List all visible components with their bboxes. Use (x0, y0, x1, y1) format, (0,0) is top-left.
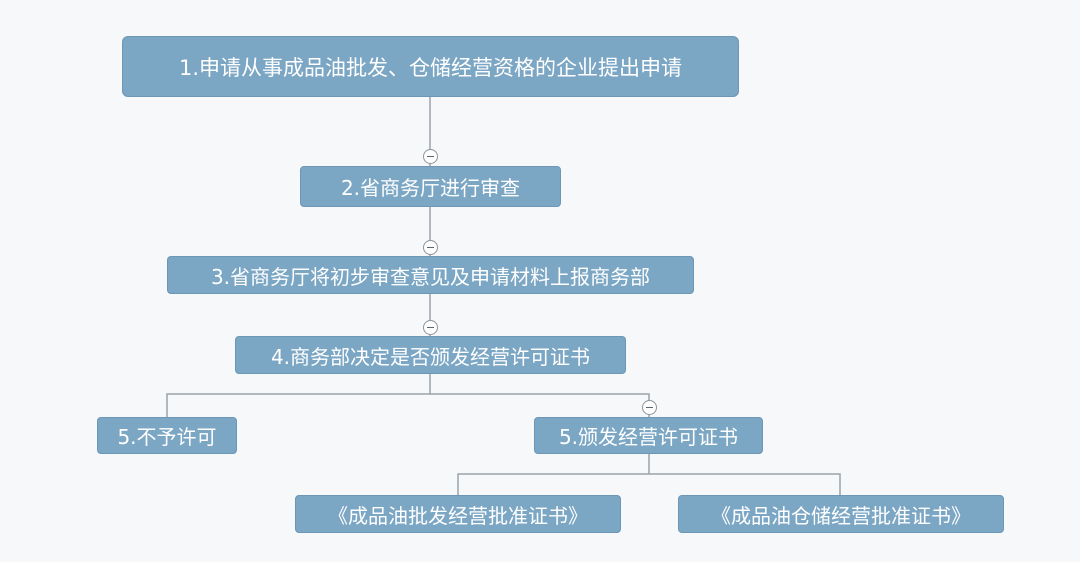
cert-wholesale[interactable]: 《成品油批发经营批准证书》 (295, 495, 621, 533)
step1-submit-application[interactable]: 1.申请从事成品油批发、仓储经营资格的企业提出申请 (122, 36, 739, 97)
connector-issue-certs (457, 454, 650, 495)
connector-issue-cert-storage (649, 473, 841, 495)
step5-reject[interactable]: 5.不予许可 (97, 417, 237, 454)
connector-4-issue (430, 393, 650, 417)
collapse-toggle-icon[interactable] (423, 149, 438, 164)
cert-storage[interactable]: 《成品油仓储经营批准证书》 (678, 495, 1004, 533)
connector-4-branch (166, 374, 431, 417)
step5-issue-license[interactable]: 5.颁发经营许可证书 (534, 417, 763, 454)
collapse-toggle-icon[interactable] (423, 240, 438, 255)
collapse-toggle-icon[interactable] (642, 400, 657, 415)
step4-ministry-decision[interactable]: 4.商务部决定是否颁发经营许可证书 (235, 336, 626, 374)
step2-provincial-review[interactable]: 2.省商务厅进行审查 (300, 166, 561, 207)
step3-report-to-ministry[interactable]: 3.省商务厅将初步审查意见及申请材料上报商务部 (167, 256, 694, 294)
collapse-toggle-icon[interactable] (423, 320, 438, 335)
